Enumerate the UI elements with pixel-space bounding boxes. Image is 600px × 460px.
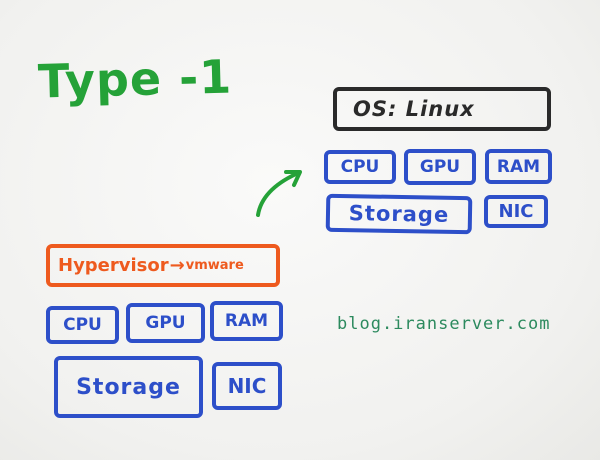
bottom-ram-box: RAM bbox=[210, 301, 283, 341]
bottom-gpu-box: GPU bbox=[126, 303, 205, 343]
top-nic-box: NIC bbox=[484, 195, 548, 228]
hypervisor-label: Hypervisor bbox=[58, 255, 169, 276]
os-linux-box: OS: Linux bbox=[333, 87, 551, 131]
bottom-nic-box: NIC bbox=[212, 362, 282, 410]
watermark-text: blog.iranserver.com bbox=[337, 314, 551, 334]
bottom-cpu-box: CPU bbox=[46, 306, 119, 344]
top-ram-box: RAM bbox=[485, 149, 552, 184]
green-arrow-icon bbox=[256, 170, 302, 217]
diagram-title: Type -1 bbox=[37, 49, 233, 109]
top-cpu-box: CPU bbox=[324, 150, 396, 184]
hypervisor-target: vmware bbox=[185, 258, 244, 273]
right-arrow-icon: → bbox=[169, 255, 185, 276]
bottom-storage-box: Storage bbox=[54, 356, 203, 418]
hypervisor-box: Hypervisor → vmware bbox=[46, 244, 280, 287]
top-gpu-box: GPU bbox=[404, 149, 476, 185]
top-storage-box: Storage bbox=[325, 193, 473, 235]
